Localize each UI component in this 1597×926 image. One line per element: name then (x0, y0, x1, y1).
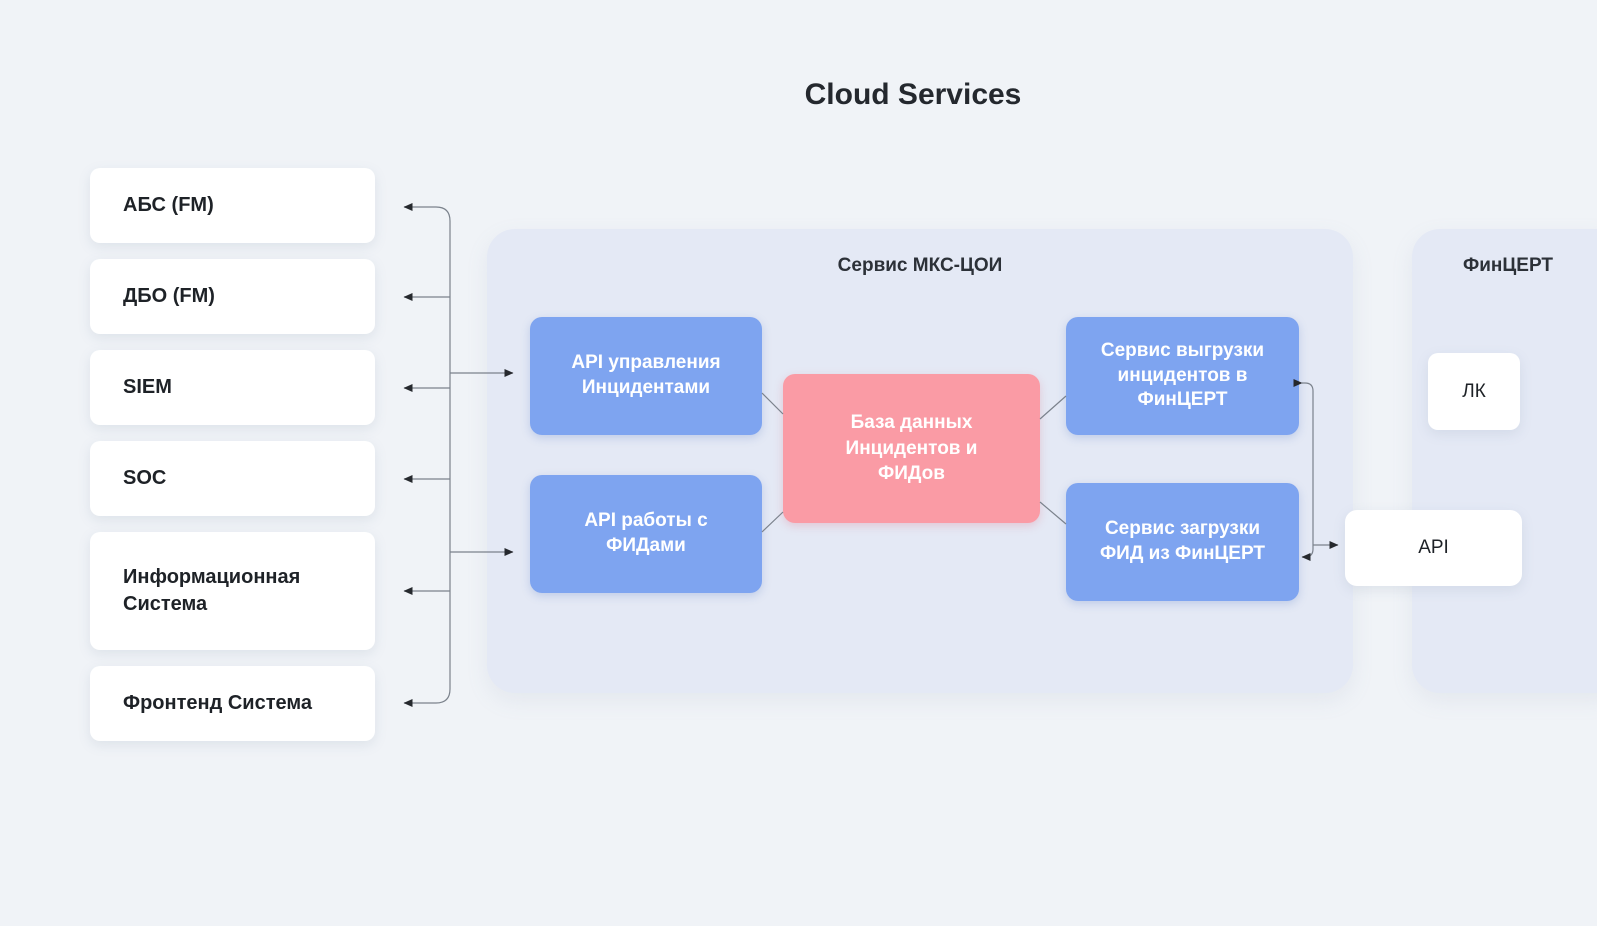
node-frontend-system: Фронтенд Система (90, 666, 375, 741)
node-frontend-system-label: Фронтенд Система (123, 692, 313, 714)
node-api-incidents-label: API управления Инцидентами (571, 352, 721, 398)
node-dbo-fm-label: ДБО (FM) (123, 285, 215, 307)
node-database: База данных Инцидентов и ФИДов (783, 374, 1040, 523)
node-abs-fm: АБС (FM) (90, 168, 375, 243)
panel-fincert: ФинЦЕРТ (1412, 229, 1597, 693)
node-upload-service: Сервис выгрузки инцидентов в ФинЦЕРТ (1066, 317, 1299, 435)
node-siem: SIEM (90, 350, 375, 425)
node-api-feeds: API работы с ФИДами (530, 475, 762, 593)
node-download-service: Сервис загрузки ФИД из ФинЦЕРТ (1066, 483, 1299, 601)
panel-fincert-title: ФинЦЕРТ (1463, 255, 1553, 276)
node-lk-label: ЛК (1462, 380, 1486, 402)
node-lk: ЛК (1428, 353, 1520, 430)
node-api-incidents: API управления Инцидентами (530, 317, 762, 435)
wire-left-spine (435, 206, 451, 704)
node-api-feeds-label: API работы с ФИДами (584, 510, 708, 556)
node-info-system: Информационная Система (90, 532, 375, 650)
panel-mks-title: Сервис МКС-ЦОИ (837, 255, 1003, 276)
node-siem-label: SIEM (123, 376, 172, 398)
node-soc-label: SOC (123, 467, 167, 489)
node-info-system-label: Информационная Система (123, 566, 301, 615)
node-upload-service-label: Сервис выгрузки инцидентов в ФинЦЕРТ (1100, 339, 1265, 411)
node-soc: SOC (90, 441, 375, 516)
node-abs-fm-label: АБС (FM) (123, 194, 214, 216)
node-download-service-label: Сервис загрузки ФИД из ФинЦЕРТ (1099, 518, 1266, 564)
node-api-label: API (1418, 537, 1449, 558)
node-database-label: База данных Инцидентов и ФИДов (845, 412, 978, 485)
node-dbo-fm: ДБО (FM) (90, 259, 375, 334)
page-title: Cloud Services (804, 78, 1022, 111)
node-api: API (1345, 510, 1522, 586)
